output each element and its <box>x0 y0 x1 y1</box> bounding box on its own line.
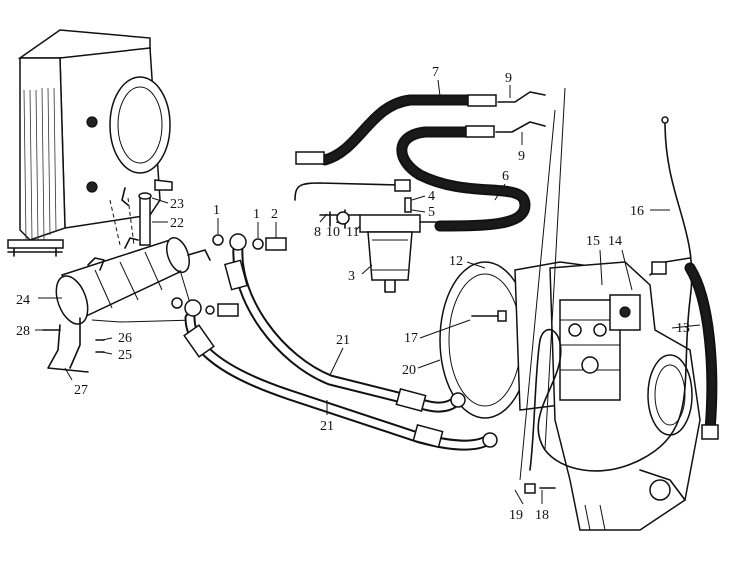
callout-26: 26 <box>118 331 132 346</box>
callout-12: 12 <box>449 254 463 269</box>
radiator-drawing <box>7 29 171 257</box>
callout-21b: 21 <box>320 419 334 434</box>
callout-10: 10 <box>326 225 340 240</box>
callout-20: 20 <box>402 363 416 378</box>
callout-9a: 9 <box>505 71 512 86</box>
hoses-6-7-drawing <box>294 91 546 232</box>
callout-28: 28 <box>16 324 30 339</box>
callout-22: 22 <box>170 216 184 231</box>
callout-1b: 1 <box>253 207 260 222</box>
filter-3-drawing <box>319 197 456 293</box>
callout-14: 14 <box>608 234 622 249</box>
cable-16-hose-13-drawing <box>529 116 719 472</box>
callout-23: 23 <box>170 197 184 212</box>
callout-19: 19 <box>509 508 523 523</box>
callout-5: 5 <box>428 205 435 220</box>
callouts: 1 1 2 3 4 5 6 7 8 9 9 10 11 12 13 14 15 … <box>16 65 690 523</box>
callout-24: 24 <box>16 293 30 308</box>
callout-6: 6 <box>502 169 509 184</box>
callout-15: 15 <box>586 234 600 249</box>
callout-25: 25 <box>118 348 132 363</box>
callout-16: 16 <box>630 204 644 219</box>
callout-8: 8 <box>314 225 321 240</box>
callout-11: 11 <box>346 225 359 240</box>
callout-3: 3 <box>348 269 355 284</box>
reference-lines <box>519 87 566 481</box>
callout-21a: 21 <box>336 333 350 348</box>
callout-9b: 9 <box>518 149 525 164</box>
callout-13: 13 <box>676 321 690 336</box>
callout-7: 7 <box>432 65 439 80</box>
hoses-21-drawing <box>183 233 498 451</box>
callout-17: 17 <box>404 331 418 346</box>
callout-1a: 1 <box>213 203 220 218</box>
transmission-drawing <box>439 261 701 531</box>
callout-2: 2 <box>271 207 278 222</box>
callout-18: 18 <box>535 508 549 523</box>
leader-lines <box>35 79 701 505</box>
cooler-tank-drawing <box>47 236 211 373</box>
pipe-22-drawing <box>109 179 173 246</box>
callout-27: 27 <box>74 383 88 398</box>
callout-4: 4 <box>428 189 435 204</box>
